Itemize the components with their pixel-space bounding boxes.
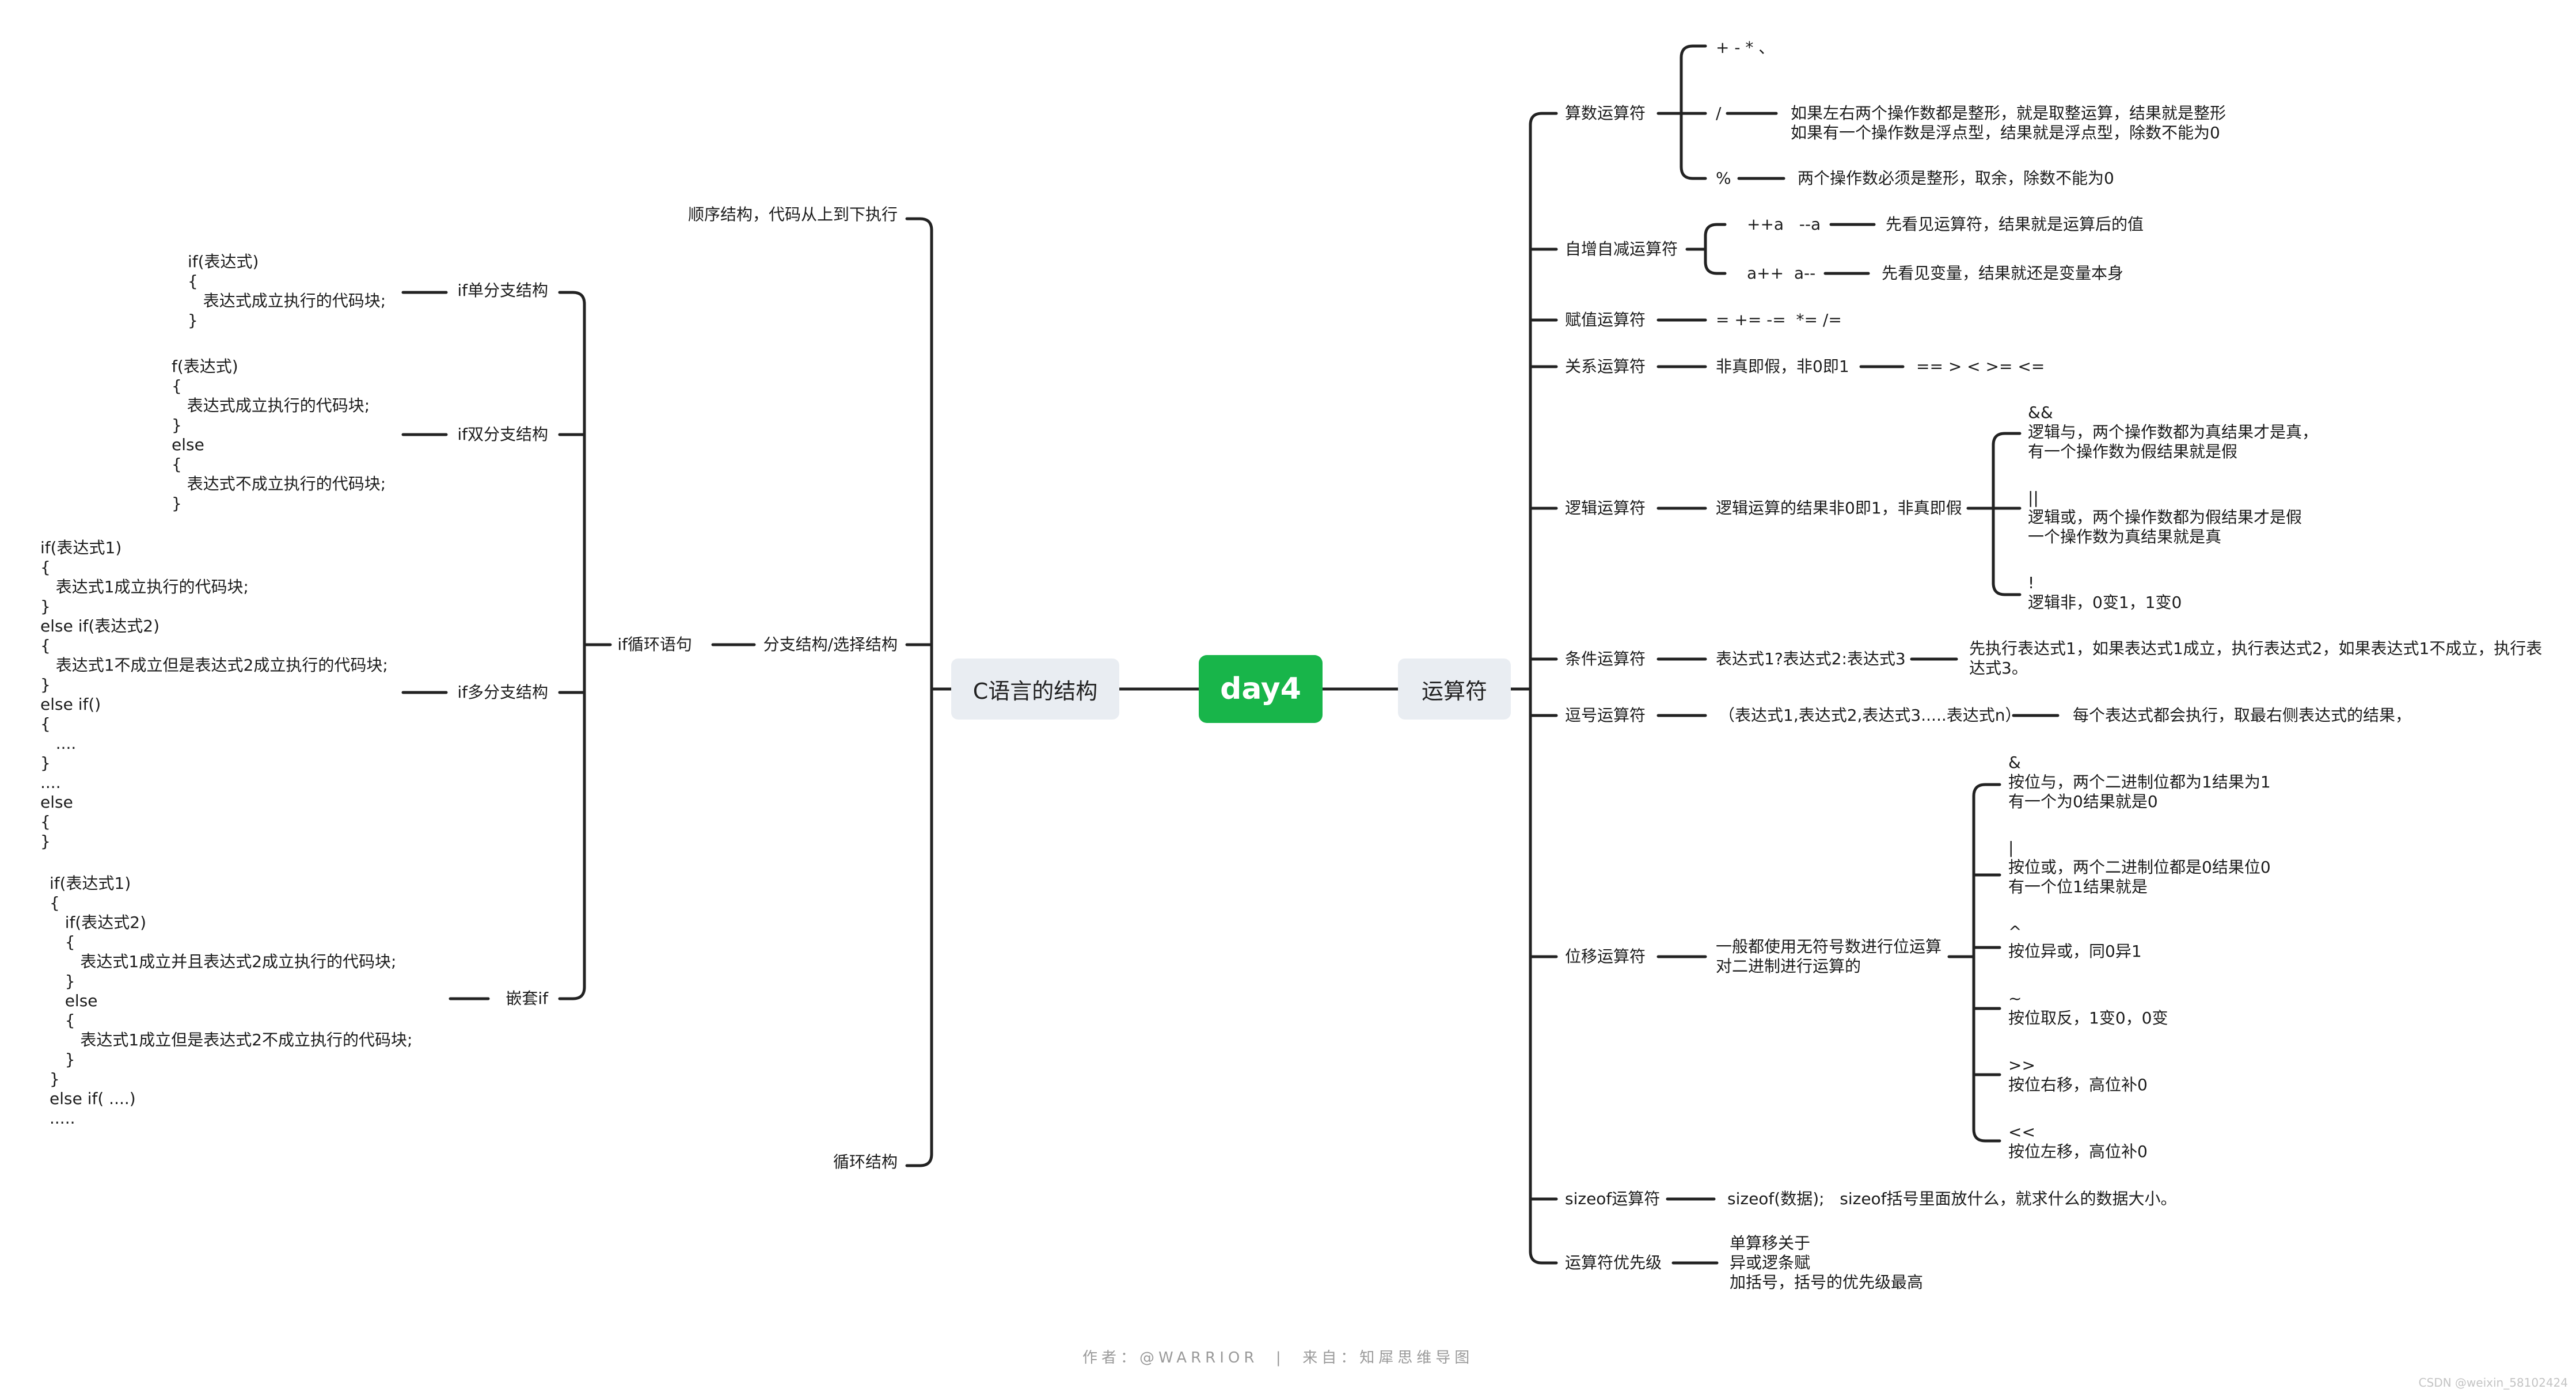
incdec-post-note: 先看见变量，结果就还是变量本身 [1882,264,2124,283]
incdec-post[interactable]: a++ a-- [1747,264,1816,283]
arith-basic[interactable]: + - * 、 [1716,38,1775,57]
node-if-nested[interactable]: 嵌套if [506,989,548,1008]
arith-mod-note: 两个操作数必须是整形，取余，除数不能为0 [1798,169,2114,188]
arith-div-note: 如果左右两个操作数都是整形，就是取整运算，结果就是整形 如果有一个操作数是浮点型… [1791,104,2227,142]
node-comma[interactable]: 逗号运算符 [1565,706,1646,725]
footer-credit: 作者：@WARRIOR | 来自：知犀思维导图 [1082,1349,1474,1367]
bit-shl: << 按位左移，高位补0 [2008,1122,2148,1161]
bit-and: & 按位与，两个二进制位都为1结果为1 有一个为0结果就是0 [2008,753,2271,811]
node-incdec[interactable]: 自增自减运算符 [1565,239,1678,258]
node-relation[interactable]: 关系运算符 [1565,357,1646,376]
code-if-nested: if(表达式1) { if(表达式2) { 表达式1成立并且表达式2成立执行的代… [50,874,413,1128]
code-if-single: if(表达式) { 表达式成立执行的代码块; } [188,252,386,330]
comma-note: 每个表达式都会执行，取最右侧表达式的结果， [2073,706,2412,725]
node-sizeof[interactable]: sizeof运算符 [1565,1189,1661,1208]
arith-div[interactable]: / [1716,104,1722,123]
bit-not: ~ 按位取反，1变0，0变 [2008,989,2168,1027]
code-if-double: f(表达式) { 表达式成立执行的代码块; } else { 表达式不成立执行的… [172,357,386,513]
node-c-structure[interactable]: C语言的结构 [951,659,1119,720]
node-arith[interactable]: 算数运算符 [1565,104,1646,123]
node-conditional[interactable]: 条件运算符 [1565,649,1646,668]
conditional-note: 先执行表达式1，如果表达式1成立，执行表达式2，如果表达式1不成立，执行表 达式… [1969,639,2543,678]
node-sequential[interactable]: 顺序结构，代码从上到下执行 [687,205,898,224]
logic-and: && 逻辑与，两个操作数都为真结果才是真， 有一个操作数为假结果就是假 [2028,403,2319,461]
bit-xor: ^ 按位异或，同0异1 [2008,922,2142,961]
node-assign[interactable]: 赋值运算符 [1565,310,1646,329]
logic-or: || 逻辑或，两个操作数都为假结果才是假 一个操作数为真结果就是真 [2028,488,2303,546]
logic-note: 逻辑运算的结果非0即1，非真即假 [1716,498,1962,517]
incdec-pre-note: 先看见运算符，结果就是运算后的值 [1886,215,2144,234]
node-if-multi[interactable]: if多分支结构 [457,683,548,702]
node-branch[interactable]: 分支结构/选择结构 [763,635,898,654]
node-operators[interactable]: 运算符 [1398,659,1511,720]
comma-expr: （表达式1,表达式2,表达式3.....表达式n） [1719,706,2022,725]
relation-note: 非真即假，非0即1 [1716,357,1849,376]
assign-list: = += -= *= /= [1716,310,1842,329]
precedence-note: 单算移关于 异或逻条赋 加括号，括号的优先级最高 [1730,1234,1924,1292]
node-if-double[interactable]: if双分支结构 [457,425,548,444]
incdec-pre[interactable]: ++a --a [1747,215,1821,234]
conditional-expr: 表达式1?表达式2:表达式3 [1716,649,1906,668]
watermark: CSDN @weixin_58102424 [2418,1376,2568,1390]
arith-mod[interactable]: % [1716,169,1731,188]
node-precedence[interactable]: 运算符优先级 [1565,1253,1662,1272]
node-logic[interactable]: 逻辑运算符 [1565,498,1646,517]
bit-or: | 按位或，两个二进制位都是0结果位0 有一个位1结果就是 [2008,838,2271,896]
sizeof-note: sizeof(数据); sizeof括号里面放什么，就求什么的数据大小。 [1727,1189,2177,1208]
code-if-multi: if(表达式1) { 表达式1成立执行的代码块; } else if(表达式2)… [40,538,388,851]
node-if-single[interactable]: if单分支结构 [457,281,548,300]
node-loop[interactable]: 循环结构 [833,1152,898,1171]
bit-shr: >> 按位右移，高位补0 [2008,1056,2148,1094]
node-bitwise[interactable]: 位移运算符 [1565,947,1646,966]
node-if-group[interactable]: if循环语句 [617,635,692,654]
bitwise-note: 一般都使用无符号数进行位运算 对二进制进行运算的 [1716,937,1942,976]
logic-not: ! 逻辑非，0变1，1变0 [2028,573,2182,612]
relation-list: == > < >= <= [1916,357,2045,376]
root-node[interactable]: day4 [1199,655,1323,723]
